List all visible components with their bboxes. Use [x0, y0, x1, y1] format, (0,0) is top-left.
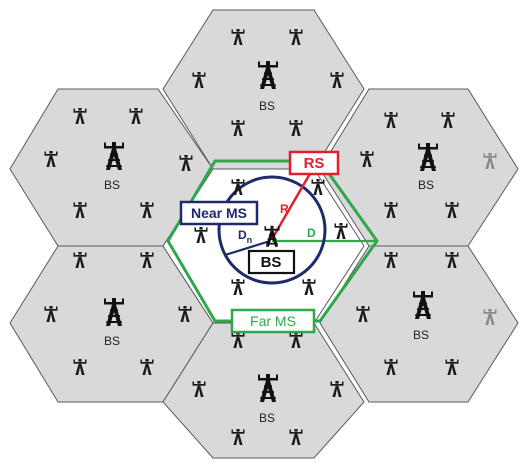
rs-label-box: RS [288, 150, 340, 176]
d-label: D [307, 226, 316, 240]
dn-radius-line [224, 239, 271, 257]
far-ms-label: Far MS [250, 313, 296, 329]
rs-label: RS [304, 155, 325, 172]
bs-label-bottom-left: BS [104, 334, 120, 348]
cell-bottom-right [319, 245, 519, 403]
dn-label-sub: n [247, 235, 253, 245]
center-bs-label: BS [261, 254, 282, 271]
bs-label-top-right: BS [418, 178, 434, 192]
bs-label-top: BS [259, 99, 275, 113]
bs-label-top-left: BS [104, 178, 120, 192]
dn-label: Dn [238, 228, 252, 245]
dn-label-main: D [238, 228, 247, 242]
far-ms-label-box: Far MS [230, 308, 316, 334]
r-label: R [280, 202, 289, 216]
bs-label-bottom-right: BS [413, 328, 429, 342]
center-bs-label-box: BS [247, 249, 296, 275]
near-ms-label-box: Near MS [179, 200, 259, 226]
bs-label-bottom: BS [259, 411, 275, 425]
near-ms-label: Near MS [191, 205, 247, 221]
relay-coverage-circle [217, 175, 327, 285]
